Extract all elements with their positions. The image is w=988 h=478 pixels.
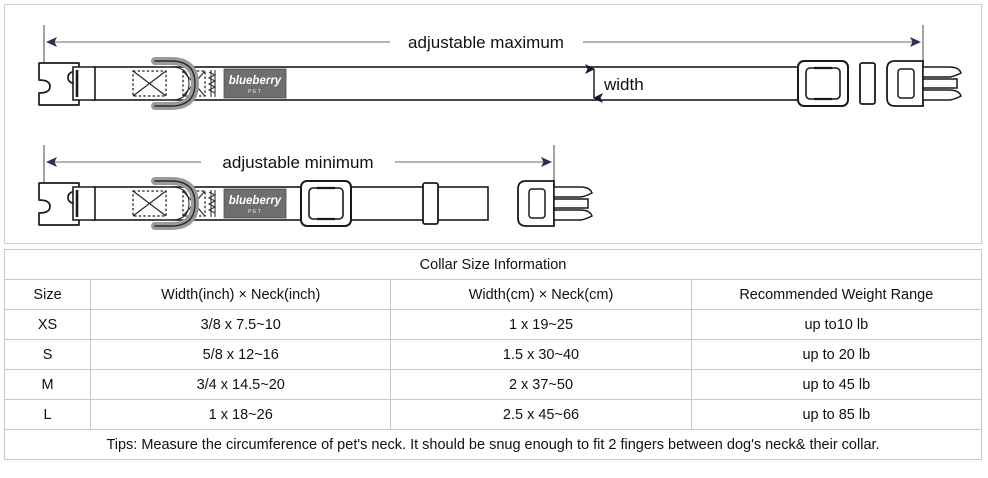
cell-weight: up to 85 lb (690, 399, 983, 430)
header-inch: Width(inch) × Neck(inch) (90, 279, 392, 310)
width-label: width (603, 75, 644, 94)
table-title: Collar Size Information (4, 249, 982, 280)
adjustable-minimum-label: adjustable minimum (222, 153, 373, 172)
header-cm: Width(cm) × Neck(cm) (390, 279, 692, 310)
brand-tag-label: blueberry (229, 75, 282, 87)
table-row: L 1 x 18~26 2.5 x 45~66 up to 85 lb (3, 399, 983, 430)
cell-inch: 5/8 x 12~16 (90, 339, 392, 370)
buckle-female-collar-slot (72, 66, 96, 101)
stitch-box-left-min (132, 190, 167, 217)
keeper-loop-max (859, 62, 876, 105)
cell-cm: 2.5 x 45~66 (390, 399, 692, 430)
max-strap-body (92, 66, 824, 101)
adjustable-minimum-group: adjustable minimum (38, 145, 593, 230)
buckle-female-left-min (38, 182, 80, 226)
cell-size: M (3, 369, 92, 400)
table-row: XS 3/8 x 7.5~10 1 x 19~25 up to10 lb (3, 309, 983, 340)
table-row: S 5/8 x 12~16 1.5 x 30~40 up to 20 lb (3, 339, 983, 370)
keeper-loop-min (422, 182, 439, 225)
table-header-row: Size Width(inch) × Neck(inch) Width(cm) … (3, 279, 983, 310)
zigzag-stitch-min (207, 190, 217, 217)
brand-tag-min: blueberry PET (223, 188, 287, 219)
brand-tag-sub-label: PET (248, 89, 262, 95)
cell-size: L (3, 399, 92, 430)
table-title-row: Collar Size Information (4, 249, 982, 280)
cell-weight: up to 20 lb (690, 339, 983, 370)
zigzag-stitch (207, 70, 217, 97)
d-ring-outline-min (154, 180, 196, 227)
adjustable-maximum-label: adjustable maximum (408, 33, 564, 52)
table-row: M 3/4 x 14.5~20 2 x 37~50 up to 45 lb (3, 369, 983, 400)
buckle-male-right-max (886, 60, 962, 107)
cell-size: S (3, 339, 92, 370)
brand-tag: blueberry PET (223, 68, 287, 99)
header-size: Size (3, 279, 92, 310)
slider-adjuster-min (300, 180, 352, 227)
buckle-male-right-min (517, 180, 593, 227)
cell-cm: 1 x 19~25 (390, 309, 692, 340)
cell-cm: 2 x 37~50 (390, 369, 692, 400)
collar-size-table-container: Collar Size Information Size Width(inch)… (3, 249, 983, 460)
adjustable-maximum-group: adjustable maximum (38, 25, 962, 110)
cell-weight: up to 45 lb (690, 369, 983, 400)
collar-diagram-panel: adjustable maximum (4, 4, 982, 244)
cell-inch: 3/8 x 7.5~10 (90, 309, 392, 340)
d-ring-inner (157, 66, 190, 101)
stitch-box-left (132, 70, 167, 97)
cell-inch: 1 x 18~26 (90, 399, 392, 430)
collar-size-table: Collar Size Information Size Width(inch)… (3, 249, 983, 460)
cell-inch: 3/4 x 14.5~20 (90, 369, 392, 400)
cell-cm: 1.5 x 30~40 (390, 339, 692, 370)
brand-tag-sub-label-min: PET (248, 209, 262, 215)
slider-adjuster-max (797, 60, 849, 107)
d-ring-inner-min (157, 186, 190, 221)
buckle-female-left (38, 62, 80, 106)
header-weight: Recommended Weight Range (690, 279, 983, 310)
tips-text: Tips: Measure the circumference of pet's… (4, 429, 982, 460)
table-tips-row: Tips: Measure the circumference of pet's… (4, 429, 982, 460)
d-ring-outline (154, 60, 196, 107)
cell-weight: up to10 lb (690, 309, 983, 340)
buckle-female-collar-slot-min (72, 186, 96, 221)
brand-tag-label-min: blueberry (229, 195, 282, 207)
cell-size: XS (3, 309, 92, 340)
collar-diagram: adjustable maximum (38, 25, 962, 230)
